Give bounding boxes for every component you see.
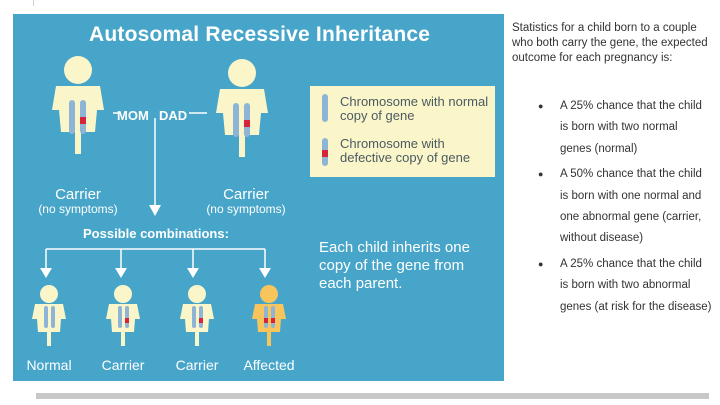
dad-chromosome-normal [233,103,239,137]
bottom-rule [36,393,709,399]
arrowheads [40,205,271,278]
legend-defective-label: Chromosome with defective copy of gene [340,136,471,165]
arrow-down-icon [115,268,127,278]
legend-normal-label: Chromosome with normal copy of gene [340,94,489,123]
legend-swatches [322,94,328,166]
dad-figure [216,59,268,157]
list-item: ● A 25% chance that the child is born wi… [512,96,712,160]
dad-label: DAD [159,108,188,123]
child-affected-figure [252,285,286,346]
child-label-carrier: Carrier [101,357,145,373]
list-item-text: A 25% chance that the child is born with… [560,100,702,155]
connector-lines [45,112,266,269]
edge-rule [33,0,34,6]
legend: Chromosome with normal copy of gene Chro… [310,86,495,177]
child-label-affected: Affected [243,357,295,373]
possible-combinations-label: Possible combinations: [83,226,229,241]
mom-label: MOM [117,108,149,123]
statistics-list: ● A 25% chance that the child is born wi… [512,96,712,318]
bullet-icon: ● [538,258,544,269]
child-label-normal: Normal [26,357,72,373]
arrow-down-icon [149,205,161,216]
child-carrier-figure [106,285,140,346]
list-item: ● A 50% chance that the child is born wi… [512,164,712,250]
list-item: ● A 25% chance that the child is born wi… [512,254,712,318]
child-carrier-figure [180,285,214,346]
list-item-text: A 50% chance that the child is born with… [560,168,702,245]
diagram-graphics [32,56,286,346]
mom-role: Carrier (no symptoms) [13,187,143,217]
diagram-title: Autosomal Recessive Inheritance [89,23,431,46]
mom-role-label: Carrier [55,186,101,203]
child-label-carrier: Carrier [175,357,219,373]
dad-role-label: Carrier [223,186,269,203]
normal-chromosome-icon [322,94,328,122]
list-item-text: A 25% chance that the child is born with… [560,257,712,313]
bullet-icon: ● [538,169,544,180]
arrow-down-icon [259,268,271,278]
dad-role: Carrier (no symptoms) [181,187,311,217]
child-normal-figure [32,285,66,346]
statistics-intro: Statistics for a child born to a couple … [512,22,708,64]
mom-chromosome-normal [69,100,75,134]
mom-role-note: (no symptoms) [38,202,118,216]
inheritance-diagram: Autosomal Recessive Inheritance MOM DAD … [13,14,504,381]
inheritance-explanation: Each child inherits one copy of the gene… [319,239,470,292]
arrow-down-icon [40,268,52,278]
arrow-down-icon [187,268,199,278]
mom-figure [52,56,104,154]
bullet-icon: ● [538,101,544,111]
dad-role-note: (no symptoms) [206,202,286,216]
statistics-panel: Statistics for a child born to a couple … [512,21,712,322]
